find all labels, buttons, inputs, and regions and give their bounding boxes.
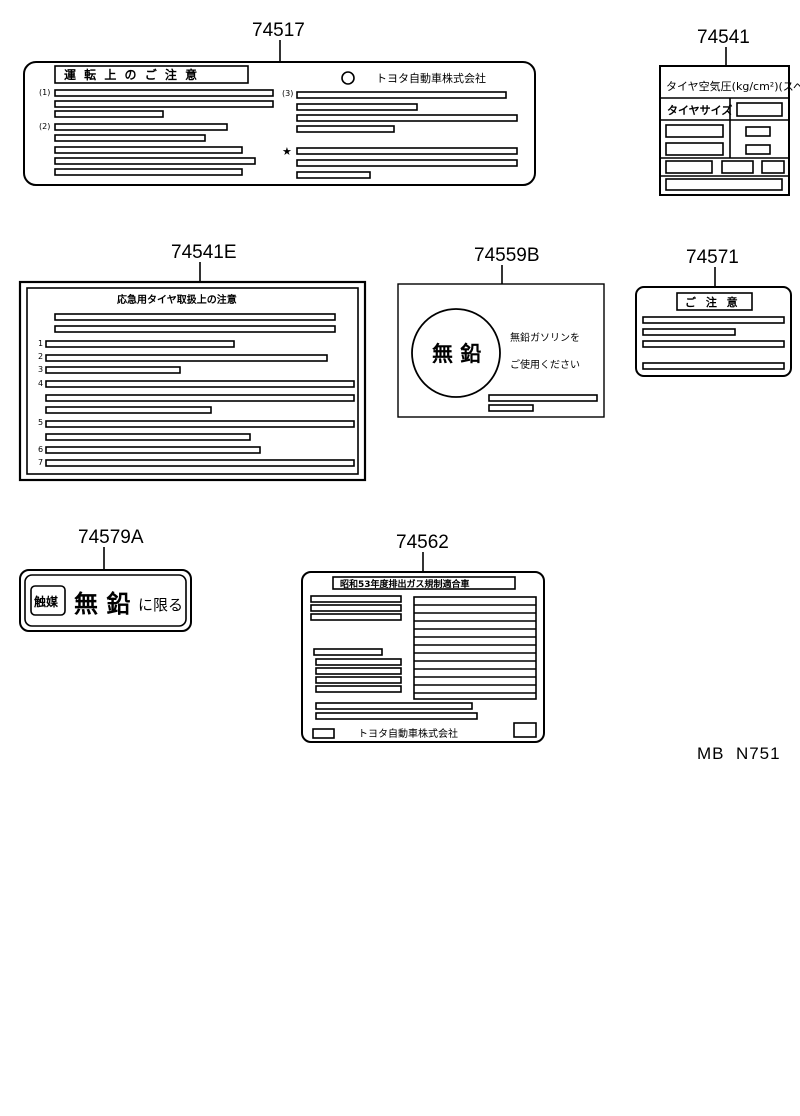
maker-74562: トヨタ自動車株式会社 (358, 727, 458, 740)
badge-box-74579A (30, 585, 66, 616)
fields-74541 (665, 102, 785, 191)
row-1-74541: タイヤ空気圧(kg/cm²)(スペア) (666, 79, 800, 93)
label-74541E: 74541E 応急用タイヤ取扱上の注意 1 2 3 4 5 6 7 (18, 242, 367, 482)
suffix-74579A: に限る (138, 596, 183, 614)
label-outline-74541 (659, 65, 790, 196)
title-74517: 運 転 上 の ご 注 意 (64, 67, 199, 82)
small-box-right-74562 (513, 722, 537, 738)
badge-74579A: 触媒 (34, 594, 59, 609)
marker-74541E-5: 5 (38, 418, 43, 427)
label-74541: 74541 タイヤ空気圧(kg/cm²)(スペア) タイヤサイズ (659, 27, 800, 196)
text-lines-74562-left (310, 595, 478, 720)
toyota-logo-icon (341, 71, 355, 85)
label-outline-74559B (397, 283, 605, 418)
marker-74541E-7: 7 (38, 458, 43, 467)
text-line-74559B-2 (488, 404, 534, 412)
title-box-74562 (332, 576, 516, 590)
title-74541E: 応急用タイヤ取扱上の注意 (117, 293, 237, 306)
label-outline-74562 (301, 571, 545, 743)
title-74571: ご 注 意 (685, 295, 741, 309)
line-1-74559B: 無鉛ガソリンを (510, 331, 580, 344)
circle-text-74559B: 無 鉛 (432, 342, 481, 366)
marker-74541E-4: 4 (38, 379, 43, 388)
label-74579A: 74579A 触媒 無 鉛 に限る (19, 527, 192, 632)
marker-74541E-2: 2 (38, 352, 43, 361)
title-74562: 昭和53年度排出ガス規制適合車 (340, 578, 470, 590)
title-box-74571 (676, 292, 753, 311)
marker-74541E-6: 6 (38, 445, 43, 454)
label-outline-74541E (18, 280, 367, 482)
text-lines-74541E (45, 313, 355, 467)
label-outline-74579A (19, 569, 192, 632)
title-box-74517 (54, 65, 249, 84)
text-lines-74517 (54, 89, 518, 179)
small-box-left-74562 (312, 728, 335, 739)
label-74562: 74562 昭和53年度排出ガス規制適合車 (301, 532, 545, 743)
label-74571: 74571 ご 注 意 (635, 247, 792, 377)
unleaded-circle (411, 308, 501, 398)
marker-74517-3: (3) (282, 89, 293, 98)
maker-74517: トヨタ自動車株式会社 (376, 71, 486, 85)
part-number-74559B: 74559B (474, 245, 540, 266)
text-lines-74562-right (413, 596, 537, 700)
line-2-74559B: ご使用ください (510, 358, 580, 371)
marker-74517-star: ★ (282, 145, 292, 158)
part-number-74579A: 74579A (78, 527, 144, 548)
part-number-74541: 74541 (697, 27, 750, 48)
main-text-74579A: 無 鉛 (74, 590, 130, 618)
marker-74517-1: (1) (39, 88, 50, 97)
marker-74541E-3: 3 (38, 365, 43, 374)
text-lines-74571 (642, 316, 785, 370)
row-2-74541: タイヤサイズ (667, 103, 732, 117)
diagram-code: MB N751 (697, 744, 781, 763)
marker-74541E-1: 1 (38, 339, 43, 348)
label-inner-border-74541E (26, 287, 359, 475)
part-number-74571: 74571 (686, 247, 739, 268)
part-number-74541E: 74541E (171, 242, 237, 263)
text-line-74559B-1 (488, 394, 598, 402)
label-74559B: 74559B 無 鉛 無鉛ガソリンを ご使用ください (397, 245, 605, 418)
part-number-74517: 74517 (252, 20, 305, 41)
label-outline-74517 (23, 61, 536, 186)
part-number-74562: 74562 (396, 532, 449, 553)
label-outline-74571 (635, 286, 792, 377)
marker-74517-2: (2) (39, 122, 50, 131)
label-inner-border-74579A (24, 574, 187, 627)
label-74517: 74517 運 転 上 の ご 注 意 トヨタ自動車株式会社 (1) (2) (… (23, 20, 536, 186)
